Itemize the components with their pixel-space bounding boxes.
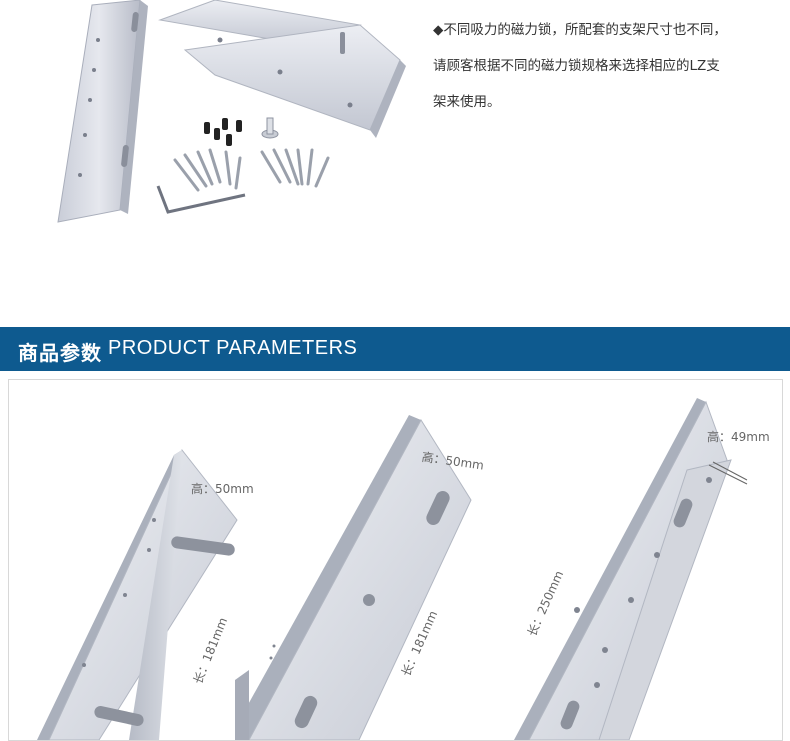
bracket-1 <box>37 449 238 740</box>
bracket-1-height-label: 高：50mm <box>191 482 254 496</box>
description-line-3: 架来使用。 <box>433 94 501 110</box>
banner-title-en: PRODUCT PARAMETERS <box>108 337 358 359</box>
description-line-2: 请顾客根据不同的磁力锁规格来选择相应的LZ支 <box>433 58 720 74</box>
section-banner: 商品参数 PRODUCT PARAMETERS <box>0 327 790 371</box>
bracket-kit-photo <box>57 0 406 223</box>
description-line-1: ◆不同吸力的磁力锁，所配套的支架尺寸也不同， <box>433 22 727 38</box>
banner-title-cn: 商品参数 <box>18 341 102 365</box>
product-parameters-panel: 高：50mm 长：181mm 高：50mm 长：181mm 高：49mm 长：2… <box>8 379 783 741</box>
bracket-dimensions-illustration <box>37 398 748 740</box>
description-text: ◆不同吸力的磁力锁，所配套的支架尺寸也不同， 请顾客根据不同的磁力锁规格来选择相… <box>433 12 763 120</box>
bracket-3 <box>514 398 748 740</box>
bracket-2 <box>235 415 472 740</box>
bracket-3-height-label: 高：49mm <box>707 430 770 444</box>
top-section: ◆不同吸力的磁力锁，所配套的支架尺寸也不同， 请顾客根据不同的磁力锁规格来选择相… <box>0 0 790 300</box>
